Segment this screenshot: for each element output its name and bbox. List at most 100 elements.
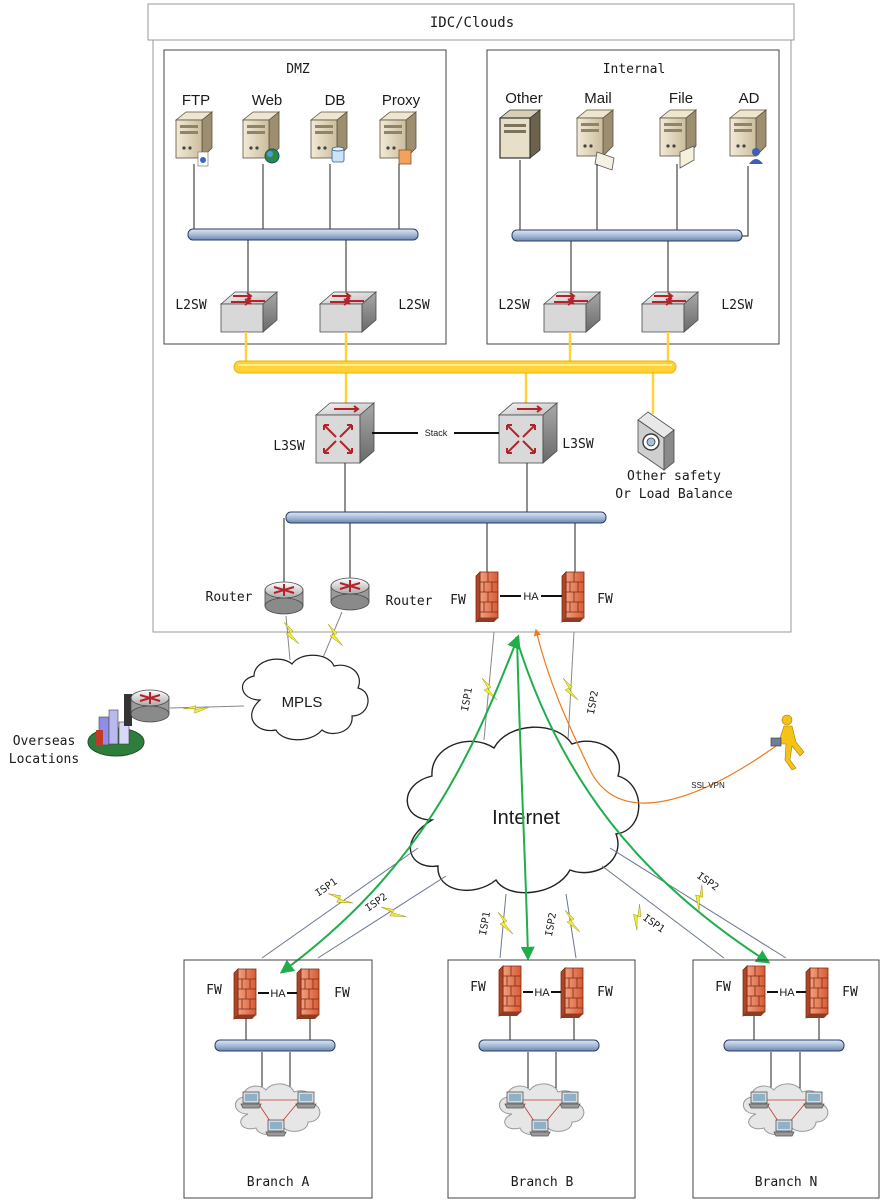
branch-box	[692, 959, 880, 1199]
branch-b-isp2-label: ISP2	[544, 912, 559, 938]
internal-server-other: Other	[498, 90, 543, 159]
server-label: File	[669, 90, 693, 107]
laptop-icon	[803, 1091, 825, 1109]
site-to-site-vpn-arrows	[279, 634, 771, 974]
laptop-icon	[748, 1091, 770, 1109]
branch-n: FW FW HA Branch N	[692, 959, 880, 1199]
l3-switch-icon	[315, 402, 375, 464]
internal-zone	[486, 49, 780, 345]
core-l3-switch-right: L3SW	[498, 402, 594, 464]
ad-server-icon	[729, 109, 767, 157]
router-label: Router	[206, 590, 253, 605]
idc-title: IDC/Clouds	[430, 15, 514, 31]
l2-switch-icon	[220, 291, 278, 333]
laptop-icon	[773, 1119, 795, 1137]
branch-bus	[478, 1039, 600, 1052]
switch-label: L2SW	[721, 298, 752, 313]
router-icon	[264, 581, 304, 615]
ssl-vpn-label: SSL VPN	[691, 781, 725, 790]
laptop-icon	[559, 1091, 581, 1109]
branch-a-isp2-label: ISP2	[364, 892, 390, 915]
laptop-icon	[295, 1091, 317, 1109]
dmz-l2-switch-right: L2SW	[319, 291, 430, 333]
firewall-icon	[742, 965, 766, 1017]
mail-server-icon	[576, 109, 614, 157]
overseas-site-icon	[87, 694, 145, 757]
firewall-label: FW	[470, 980, 486, 995]
edge-router-left: Router	[206, 581, 304, 615]
core-trunk-bus	[233, 360, 677, 374]
firewall-icon	[475, 571, 499, 623]
l3-switch-icon	[498, 402, 558, 464]
branch-b: FW FW HA Branch B	[447, 959, 636, 1199]
internal-l2-switch-right: L2SW	[641, 291, 753, 333]
firewall-label: FW	[842, 985, 858, 1000]
internet-label: Internet	[492, 807, 560, 829]
firewall-label: FW	[206, 983, 222, 998]
internal-title: Internal	[603, 62, 666, 77]
other-server-icon	[498, 109, 542, 159]
overseas-locations: Overseas Locations	[9, 689, 170, 767]
overseas-label-line2: Locations	[9, 752, 79, 767]
l3-to-bus-links	[344, 463, 528, 513]
laptop-icon	[265, 1119, 287, 1137]
dmz-server-db: DB	[310, 92, 348, 163]
firewall-icon	[296, 968, 320, 1020]
internal-server-links	[519, 160, 749, 237]
branch-bus	[214, 1039, 336, 1052]
branch-box	[447, 959, 636, 1199]
overseas-router-icon	[130, 689, 170, 723]
idc-title-bar	[147, 3, 795, 41]
hq-isp1-label: ISP1	[460, 687, 475, 713]
branch-n-isp2-label: ISP2	[694, 871, 720, 894]
server-label: Web	[252, 92, 283, 109]
dmz-server-links	[193, 164, 400, 230]
edge-router-right: Router	[330, 577, 433, 611]
internal-bus	[511, 229, 743, 242]
switch-label: L2SW	[398, 298, 429, 313]
ha-label: HA	[523, 591, 539, 603]
edge-bus	[285, 511, 607, 524]
dmz-server-proxy: Proxy	[379, 92, 421, 165]
bus-to-l2-links	[247, 240, 669, 292]
firewall-icon	[233, 968, 257, 1020]
branch-b-isp1-label: ISP1	[478, 911, 493, 937]
dmz-server-web: Web	[242, 92, 283, 164]
firewall-label: FW	[450, 593, 466, 608]
dmz-l2-switch-left: L2SW	[175, 291, 278, 333]
dmz-title: DMZ	[286, 62, 310, 77]
remote-user-icon	[770, 714, 805, 771]
branch-box	[183, 959, 373, 1199]
appliance-label-line2: Or Load Balance	[615, 487, 733, 502]
security-appliance: Other safety Or Load Balance	[615, 411, 733, 502]
hq-isp2-label: ISP2	[586, 690, 601, 716]
internal-server-ad: AD	[729, 90, 767, 164]
load-balancer-icon	[637, 411, 675, 471]
laptop-icon	[529, 1119, 551, 1137]
dmz-bus	[187, 228, 419, 241]
stack-label: Stack	[425, 428, 448, 438]
ha-label: HA	[534, 987, 550, 999]
firewall-label: FW	[597, 592, 613, 607]
internal-server-mail: Mail	[576, 90, 615, 171]
dmz-zone	[163, 49, 447, 345]
ha-label: HA	[779, 987, 795, 999]
branch-bus	[723, 1039, 845, 1052]
switch-label: L3SW	[562, 437, 593, 452]
core-l3-switch-left: L3SW	[273, 402, 375, 464]
firewall-label: FW	[597, 985, 613, 1000]
server-label: AD	[739, 90, 760, 107]
internal-server-file: File	[659, 90, 697, 169]
server-label: Other	[505, 90, 543, 107]
overseas-label-line1: Overseas	[13, 734, 76, 749]
appliance-label-line1: Other safety	[627, 469, 721, 484]
edge-firewall-left: FW	[450, 571, 499, 623]
branch-a: FW FW HA Branch A	[183, 959, 373, 1199]
server-label: DB	[325, 92, 346, 109]
switch-label: L3SW	[273, 439, 304, 454]
firewall-icon	[498, 965, 522, 1017]
dmz-server-ftp: FTP	[175, 92, 213, 167]
l2-switch-icon	[543, 291, 601, 333]
bus-to-edge-links	[283, 518, 576, 584]
